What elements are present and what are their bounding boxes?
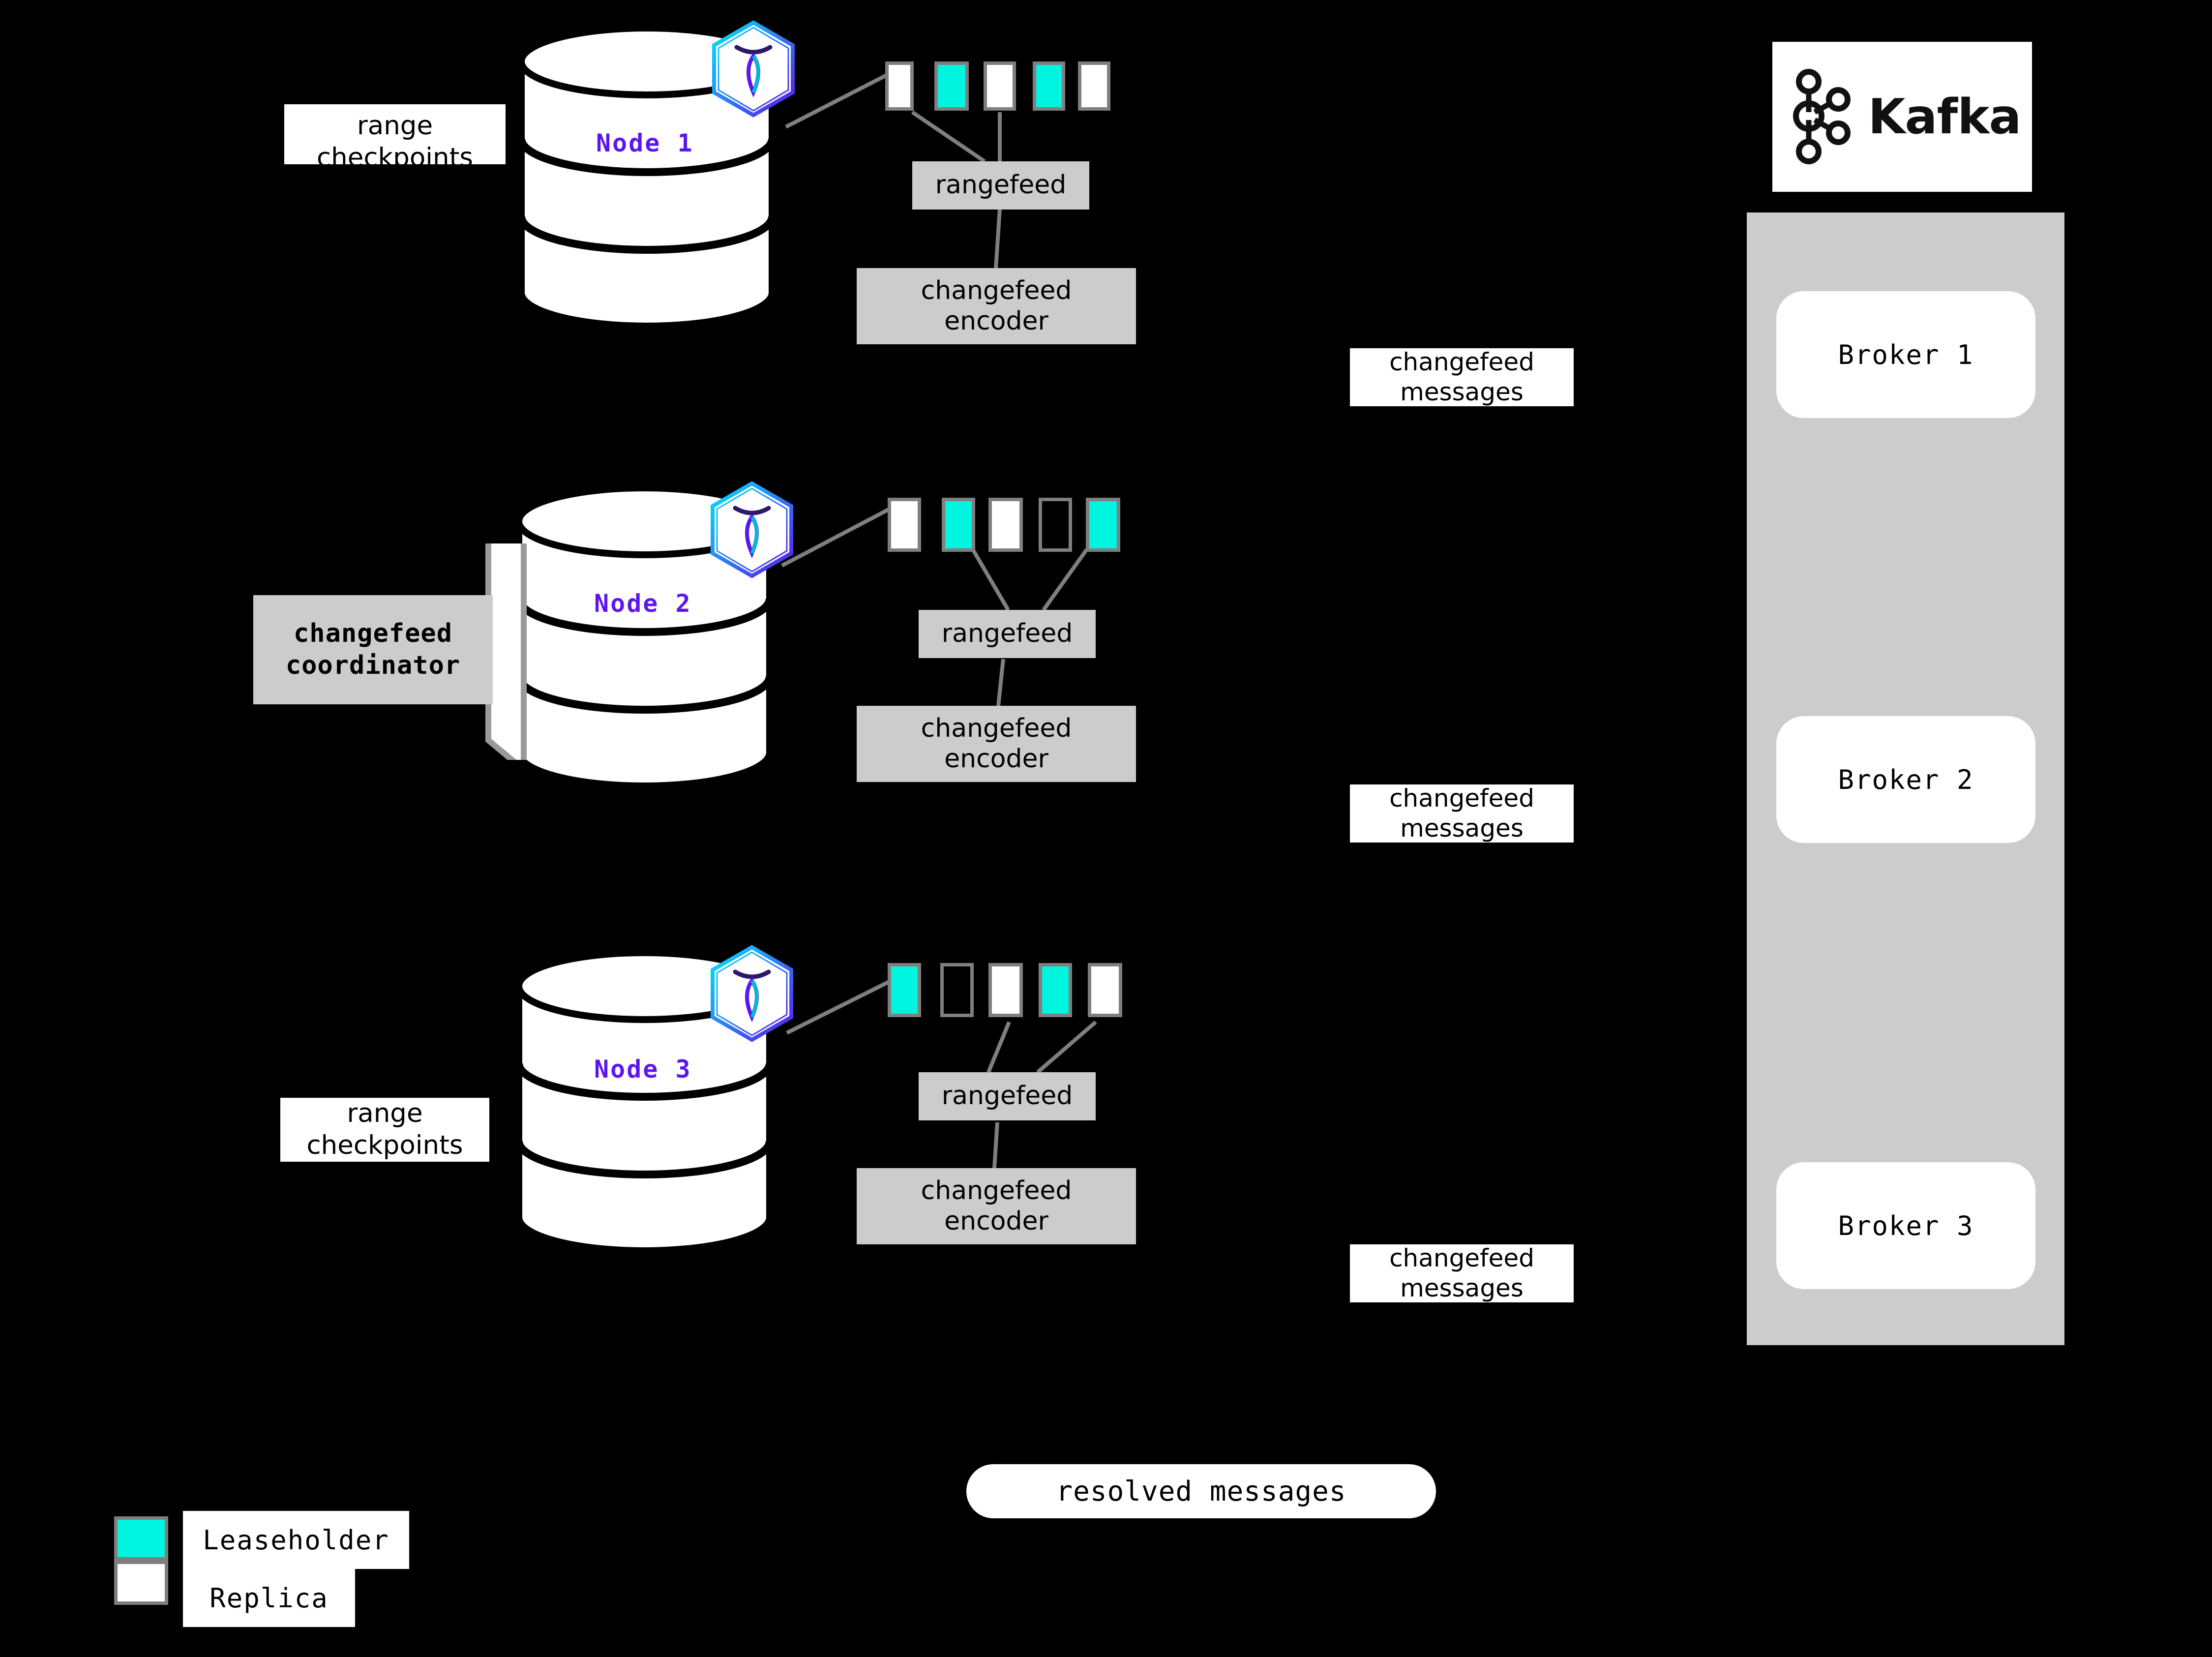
node-3-range-checkpoints-label: range checkpoints: [280, 1098, 489, 1162]
node-2-range-2: [942, 498, 975, 552]
legend-label-leaseholder: Leaseholder: [183, 1511, 409, 1569]
node-3-cylinder: [514, 949, 775, 1254]
node-1-changefeed-encoder-box: changefeed encoder: [857, 268, 1136, 344]
broker-2-label: Broker 2: [1838, 764, 1974, 795]
node-1-changefeed-messages-label: changefeed messages: [1350, 348, 1574, 406]
node-3-range-5: [1088, 963, 1122, 1017]
node-2-rangefeed-box: rangefeed: [919, 610, 1096, 658]
kafka-broker-3[interactable]: Broker 3: [1776, 1162, 2035, 1289]
changefeed-coordinator-callout: changefeed coordinator: [243, 543, 548, 760]
resolved-messages-pill: resolved messages: [966, 1464, 1436, 1518]
node-1-range-5: [1078, 61, 1110, 111]
node-3-range-3: [988, 963, 1023, 1017]
node-1-range-3: [984, 61, 1016, 111]
legend-swatch-leaseholder: [114, 1516, 168, 1561]
node-1-label: Node 1: [596, 129, 694, 157]
node-2-range-3: [988, 498, 1023, 552]
node-2-cylinder: [514, 484, 775, 789]
cockroachdb-logo-icon: [707, 480, 798, 580]
legend-label-replica: Replica: [183, 1569, 355, 1627]
broker-1-label: Broker 1: [1838, 339, 1974, 370]
kafka-broker-1[interactable]: Broker 1: [1776, 291, 2035, 418]
node-3-rangefeed-box: rangefeed: [919, 1072, 1096, 1120]
node-1-range-4: [1033, 61, 1065, 111]
node-2-range-4: [1039, 498, 1072, 552]
node-3-range-1: [888, 963, 921, 1017]
node-3-range-4: [1039, 963, 1072, 1017]
node-2-range-1: [888, 498, 921, 552]
node-1-range-2: [934, 61, 969, 111]
node-1-rangefeed-box: rangefeed: [912, 161, 1089, 210]
broker-3-label: Broker 3: [1838, 1210, 1974, 1241]
cockroachdb-logo-icon: [707, 943, 798, 1044]
node-2-label: Node 2: [594, 589, 692, 618]
kafka-logo-icon: [1783, 67, 1857, 167]
node-3-label: Node 3: [594, 1055, 692, 1084]
changefeed-coordinator-box: changefeed coordinator: [253, 595, 493, 704]
node-2-changefeed-messages-label: changefeed messages: [1350, 784, 1574, 843]
cockroachdb-logo-icon: [708, 19, 799, 120]
node-2-range-5: [1086, 498, 1120, 552]
node-2-changefeed-encoder-box: changefeed encoder: [857, 706, 1136, 782]
node-1-range-1: [885, 61, 914, 111]
node-3-range-2: [940, 963, 974, 1017]
kafka-broker-2[interactable]: Broker 2: [1776, 716, 2035, 843]
resolved-messages-label: resolved messages: [1056, 1475, 1346, 1507]
node-3-changefeed-encoder-box: changefeed encoder: [857, 1168, 1136, 1244]
kafka-wordmark: Kafka: [1868, 89, 2021, 145]
node-3-changefeed-messages-label: changefeed messages: [1350, 1244, 1574, 1302]
node-1-range-checkpoints-label: range checkpoints: [284, 104, 506, 173]
legend-swatch-replica: [114, 1561, 168, 1605]
kafka-logo-card: Kafka: [1772, 42, 2032, 192]
